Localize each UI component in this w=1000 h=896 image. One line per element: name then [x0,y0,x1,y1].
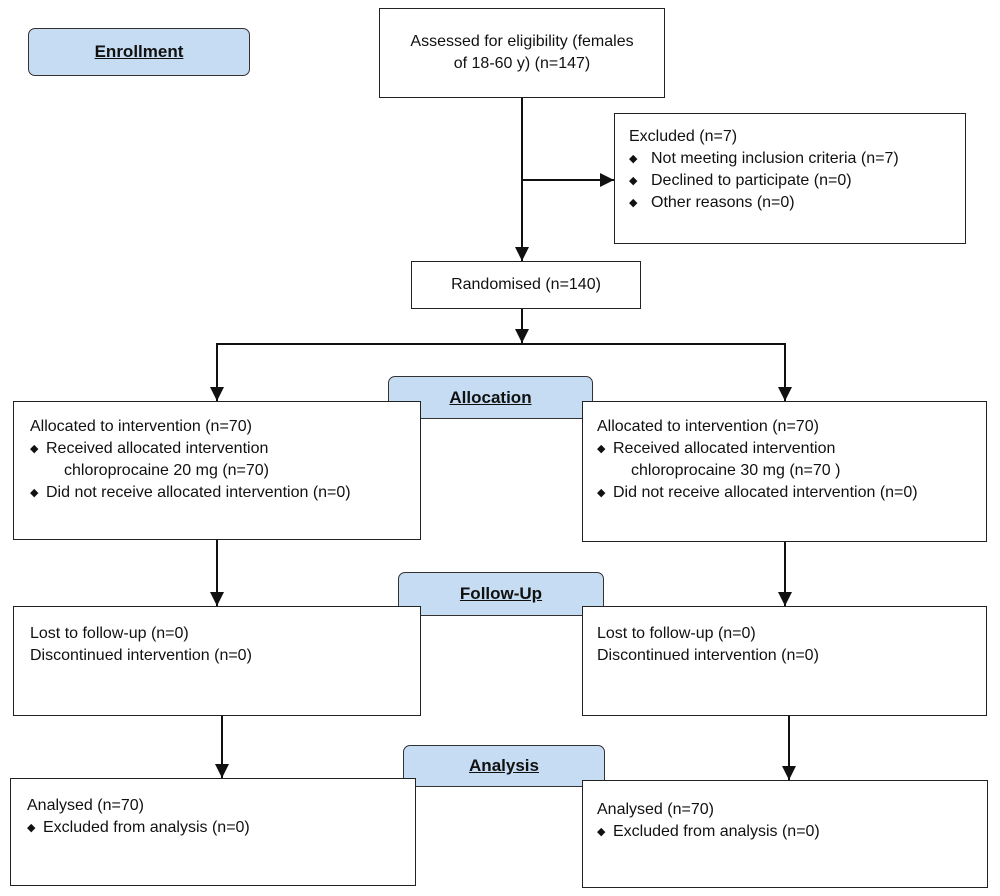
bullet-icon: ◆ [30,443,39,455]
analysis-right-excluded-text: Excluded from analysis (n=0) [613,823,820,840]
analysis-left-excluded: ◆ Excluded from analysis (n=0) [27,817,415,839]
analysis-right-excluded: ◆ Excluded from analysis (n=0) [597,821,987,843]
analysis-left-analysed: Analysed (n=70) [27,797,144,814]
excluded-box: Excluded (n=7) ◆ Not meeting inclusion c… [614,113,966,244]
follow-up-right-lost: Lost to follow-up (n=0) [597,625,756,642]
follow-up-left-lost: Lost to follow-up (n=0) [30,625,189,642]
bullet-icon: ◆ [27,822,36,834]
excluded-item: ◆ Other reasons (n=0) [629,192,965,214]
follow-up-left-box: Lost to follow-up (n=0) Discontinued int… [13,606,421,716]
stage-analysis: Analysis [403,745,605,787]
bullet-icon: ◆ [30,487,39,499]
excluded-item-text: Not meeting inclusion criteria (n=7) [651,150,899,167]
assessed-line-2: of 18-60 y) (n=147) [453,55,591,72]
analysis-left-box: Analysed (n=70) ◆ Excluded from analysis… [10,778,416,886]
allocation-left-not-received: ◆ Did not receive allocated intervention… [30,482,420,504]
bullet-icon: ◆ [629,175,638,187]
excluded-item: ◆ Declined to participate (n=0) [629,170,965,192]
connector-split [216,343,786,400]
analysis-right-analysed: Analysed (n=70) [597,801,714,818]
bullet-icon: ◆ [597,487,606,499]
allocation-right-not-received-text: Did not receive allocated intervention (… [613,484,918,501]
allocation-left-box: Allocated to intervention (n=70) ◆ Recei… [13,401,421,540]
bullet-icon: ◆ [629,153,638,165]
analysis-left-excluded-text: Excluded from analysis (n=0) [43,819,250,836]
stage-enrollment: Enrollment [28,28,250,76]
allocation-right-received-detail: chloroprocaine 30 mg (n=70 ) [631,462,841,479]
allocation-left-title: Allocated to intervention (n=70) [30,418,252,435]
bullet-icon: ◆ [629,197,638,209]
allocation-left-received-text: Received allocated intervention [46,440,269,457]
stage-follow-up: Follow-Up [398,572,604,616]
stage-allocation: Allocation [388,376,593,419]
allocation-right-title: Allocated to intervention (n=70) [597,418,819,435]
randomised-box: Randomised (n=140) [411,261,641,309]
allocation-left-not-received-text: Did not receive allocated intervention (… [46,484,351,501]
analysis-right-box: Analysed (n=70) ◆ Excluded from analysis… [582,780,988,888]
follow-up-left-discontinued: Discontinued intervention (n=0) [30,647,252,664]
allocation-right-not-received: ◆ Did not receive allocated intervention… [597,482,986,504]
allocation-right-received-text: Received allocated intervention [613,440,836,457]
excluded-title: Excluded (n=7) [629,128,738,145]
bullet-icon: ◆ [597,826,606,838]
assessed-line-1: Assessed for eligibility (females [410,33,634,50]
bullet-icon: ◆ [597,443,606,455]
excluded-item-text: Declined to participate (n=0) [651,172,852,189]
follow-up-right-box: Lost to follow-up (n=0) Discontinued int… [582,606,987,716]
allocation-left-received: ◆ Received allocated intervention [30,438,420,460]
assessed-box: Assessed for eligibility (females of 18-… [379,8,665,98]
follow-up-right-discontinued: Discontinued intervention (n=0) [597,647,819,664]
excluded-item: ◆ Not meeting inclusion criteria (n=7) [629,148,965,170]
allocation-right-received: ◆ Received allocated intervention [597,438,986,460]
allocation-right-box: Allocated to intervention (n=70) ◆ Recei… [582,401,987,542]
allocation-left-received-detail: chloroprocaine 20 mg (n=70) [64,462,270,479]
excluded-item-text: Other reasons (n=0) [651,194,795,211]
